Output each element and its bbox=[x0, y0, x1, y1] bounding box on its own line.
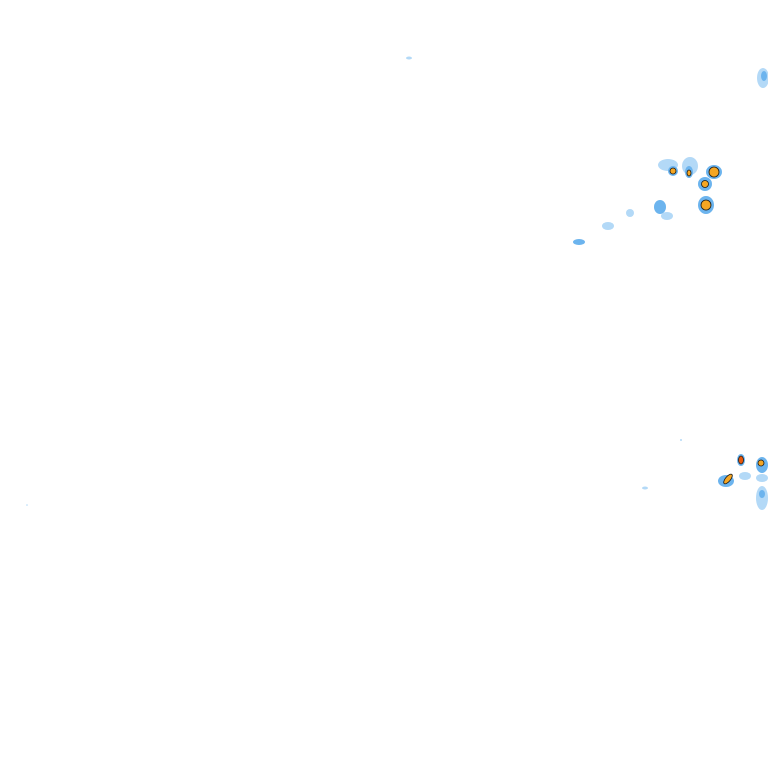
precip-echo bbox=[642, 486, 648, 490]
precip-echo bbox=[756, 474, 768, 482]
precip-cluster-upper bbox=[406, 56, 722, 245]
precip-echo bbox=[626, 209, 634, 217]
precip-cluster-top-right-edge bbox=[757, 68, 768, 88]
precip-echo bbox=[759, 490, 765, 498]
precip-echo bbox=[573, 239, 585, 245]
precip-echo-core bbox=[757, 459, 765, 467]
precip-echo bbox=[406, 56, 412, 60]
precip-echo-core bbox=[723, 473, 733, 485]
precip-echo-core bbox=[686, 169, 692, 177]
precip-echo bbox=[761, 71, 767, 81]
precip-echo-core bbox=[701, 180, 709, 188]
precip-echo bbox=[602, 222, 614, 230]
precip-echo-core bbox=[708, 166, 720, 178]
precip-echo bbox=[26, 504, 28, 506]
precip-echo-core bbox=[738, 455, 744, 465]
precip-echo-core bbox=[700, 199, 712, 211]
precip-echo-core bbox=[669, 167, 677, 175]
precip-echo bbox=[739, 472, 751, 480]
precip-echo bbox=[661, 212, 673, 220]
precip-echo bbox=[680, 439, 682, 441]
precip-echo bbox=[654, 200, 666, 214]
precip-cluster-lower bbox=[26, 439, 768, 510]
